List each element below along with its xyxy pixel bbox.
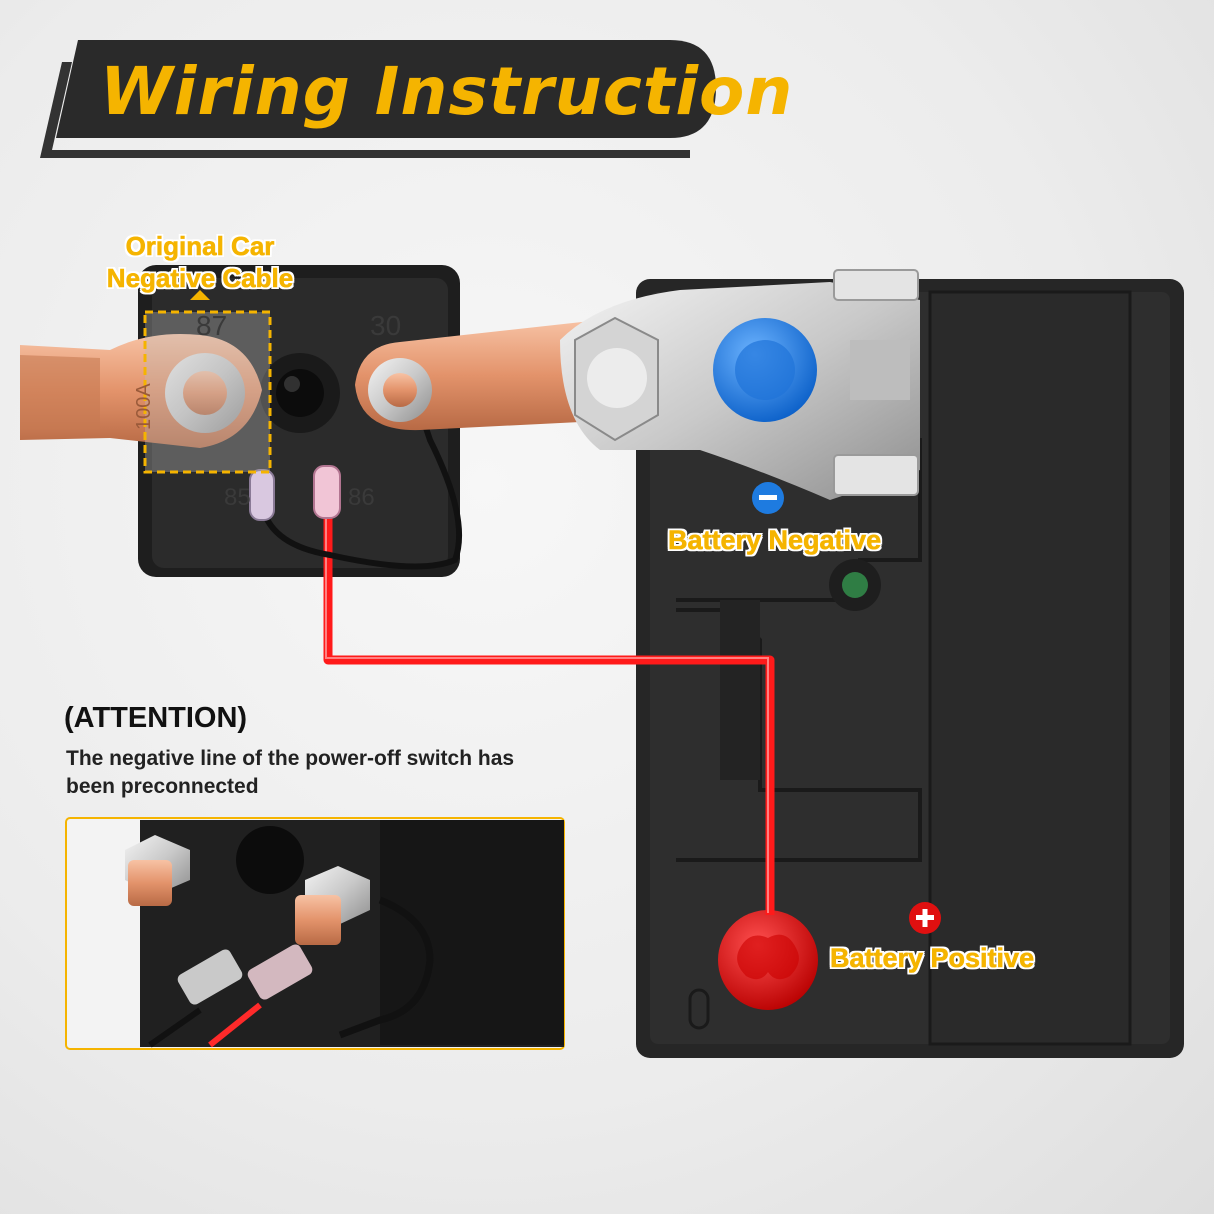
- copper-bus-bar: [355, 320, 620, 431]
- original-cable-label: Original Car Negative Cable: [106, 231, 294, 294]
- inset-photo: [65, 817, 565, 1050]
- original-cable-lug: [20, 290, 272, 474]
- attention-title: (ATTENTION): [64, 702, 248, 734]
- title-banner: [40, 40, 716, 158]
- battery-negative-label: Battery Negative: [668, 525, 882, 556]
- black-wire: [259, 409, 463, 570]
- amp-rating-label: 100A: [133, 383, 155, 430]
- terminal-30-label: 30: [370, 310, 401, 341]
- terminal-86-label: 86: [348, 484, 375, 511]
- attention-text: The negative line of the power-off switc…: [66, 747, 515, 798]
- spade-connectors: [249, 465, 341, 521]
- battery-positive-label: Battery Positive: [830, 943, 1035, 974]
- negative-sign-icon: [752, 482, 784, 514]
- battery-clamp: [560, 269, 920, 500]
- red-wire: [323, 500, 775, 915]
- positive-sign-icon: [909, 902, 941, 934]
- page-title: Wiring Instruction: [100, 53, 794, 130]
- terminal-85-label: 85: [224, 484, 251, 511]
- positive-terminal: [718, 910, 818, 1010]
- terminal-87-label: 87: [196, 310, 227, 341]
